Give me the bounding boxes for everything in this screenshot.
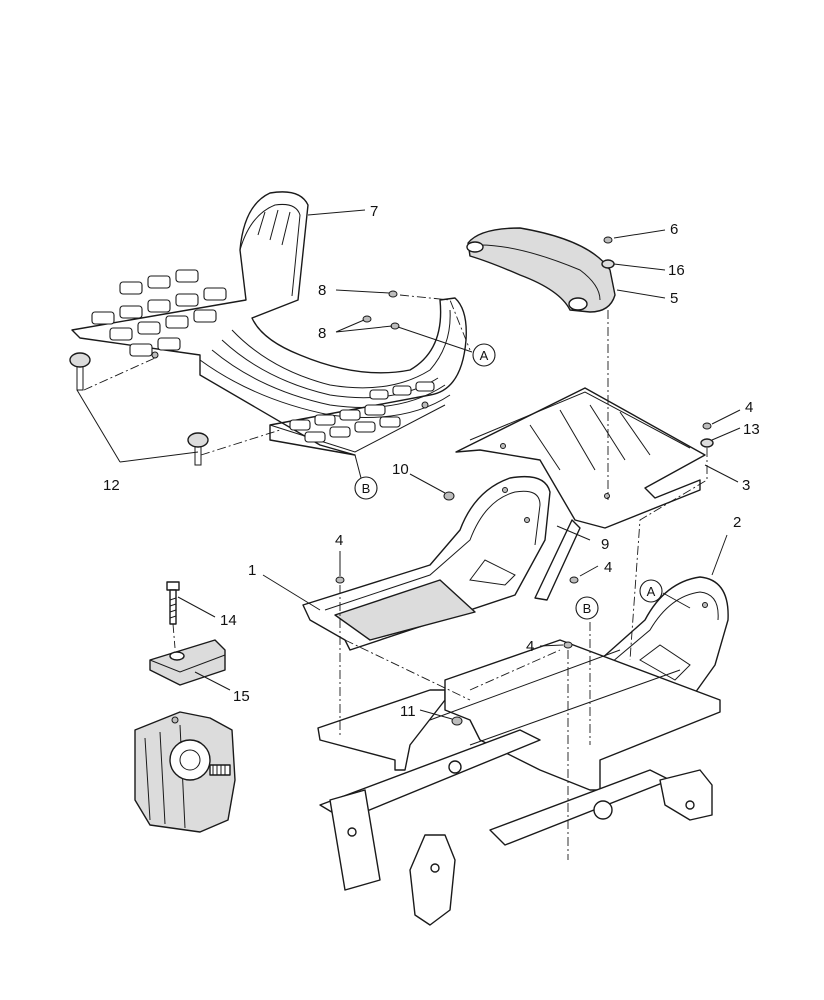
callout-1: 1 bbox=[248, 562, 256, 579]
assembly-lines bbox=[339, 294, 708, 860]
callout-5: 5 bbox=[670, 290, 678, 307]
tunnel-cover bbox=[466, 227, 616, 313]
callout-4-bracket: 4 bbox=[604, 559, 612, 576]
bolt bbox=[166, 581, 180, 649]
push-fasteners bbox=[69, 352, 281, 466]
callout-11: 11 bbox=[400, 703, 416, 720]
callout-numbers: 7 6 16 5 8 8 4 13 3 12 10 9 4 1 4 2 14 1… bbox=[103, 203, 760, 720]
callout-3: 3 bbox=[742, 477, 750, 494]
ref-circle-a-top bbox=[472, 343, 496, 367]
ref-circle-b-top bbox=[354, 476, 378, 500]
ref-label-a-top: A bbox=[480, 348, 489, 363]
callout-4-right: 4 bbox=[745, 399, 753, 416]
floor-plate bbox=[455, 387, 706, 529]
callout-16: 16 bbox=[668, 262, 685, 279]
callout-13: 13 bbox=[743, 421, 760, 438]
callout-8-lower: 8 bbox=[318, 325, 326, 342]
ref-label-b-lower: B bbox=[583, 601, 592, 616]
callout-4-pan: 4 bbox=[335, 532, 343, 549]
hardware bbox=[335, 236, 714, 726]
bracket bbox=[534, 519, 581, 601]
callout-7: 7 bbox=[370, 203, 378, 220]
reference-markers: A B A B bbox=[354, 343, 663, 620]
callout-2: 2 bbox=[733, 514, 741, 531]
callout-9: 9 bbox=[601, 536, 609, 553]
floor-mat bbox=[71, 191, 467, 456]
spacer-bracket bbox=[149, 639, 226, 686]
ref-label-a-lower: A bbox=[647, 584, 656, 599]
callout-10: 10 bbox=[392, 461, 409, 478]
transaxle bbox=[134, 711, 236, 833]
left-floor-pan bbox=[302, 475, 551, 651]
ref-label-b-top: B bbox=[362, 481, 371, 496]
ref-circle-a-lower bbox=[639, 579, 663, 603]
callout-4-frame: 4 bbox=[526, 638, 534, 655]
callout-12: 12 bbox=[103, 477, 120, 494]
leader-lines bbox=[76, 209, 741, 720]
chassis-frame bbox=[317, 639, 721, 926]
callout-8-upper: 8 bbox=[318, 282, 326, 299]
ref-circle-b-lower bbox=[575, 596, 599, 620]
callout-6: 6 bbox=[670, 221, 678, 238]
callout-14: 14 bbox=[220, 612, 237, 629]
callout-15: 15 bbox=[233, 688, 250, 705]
